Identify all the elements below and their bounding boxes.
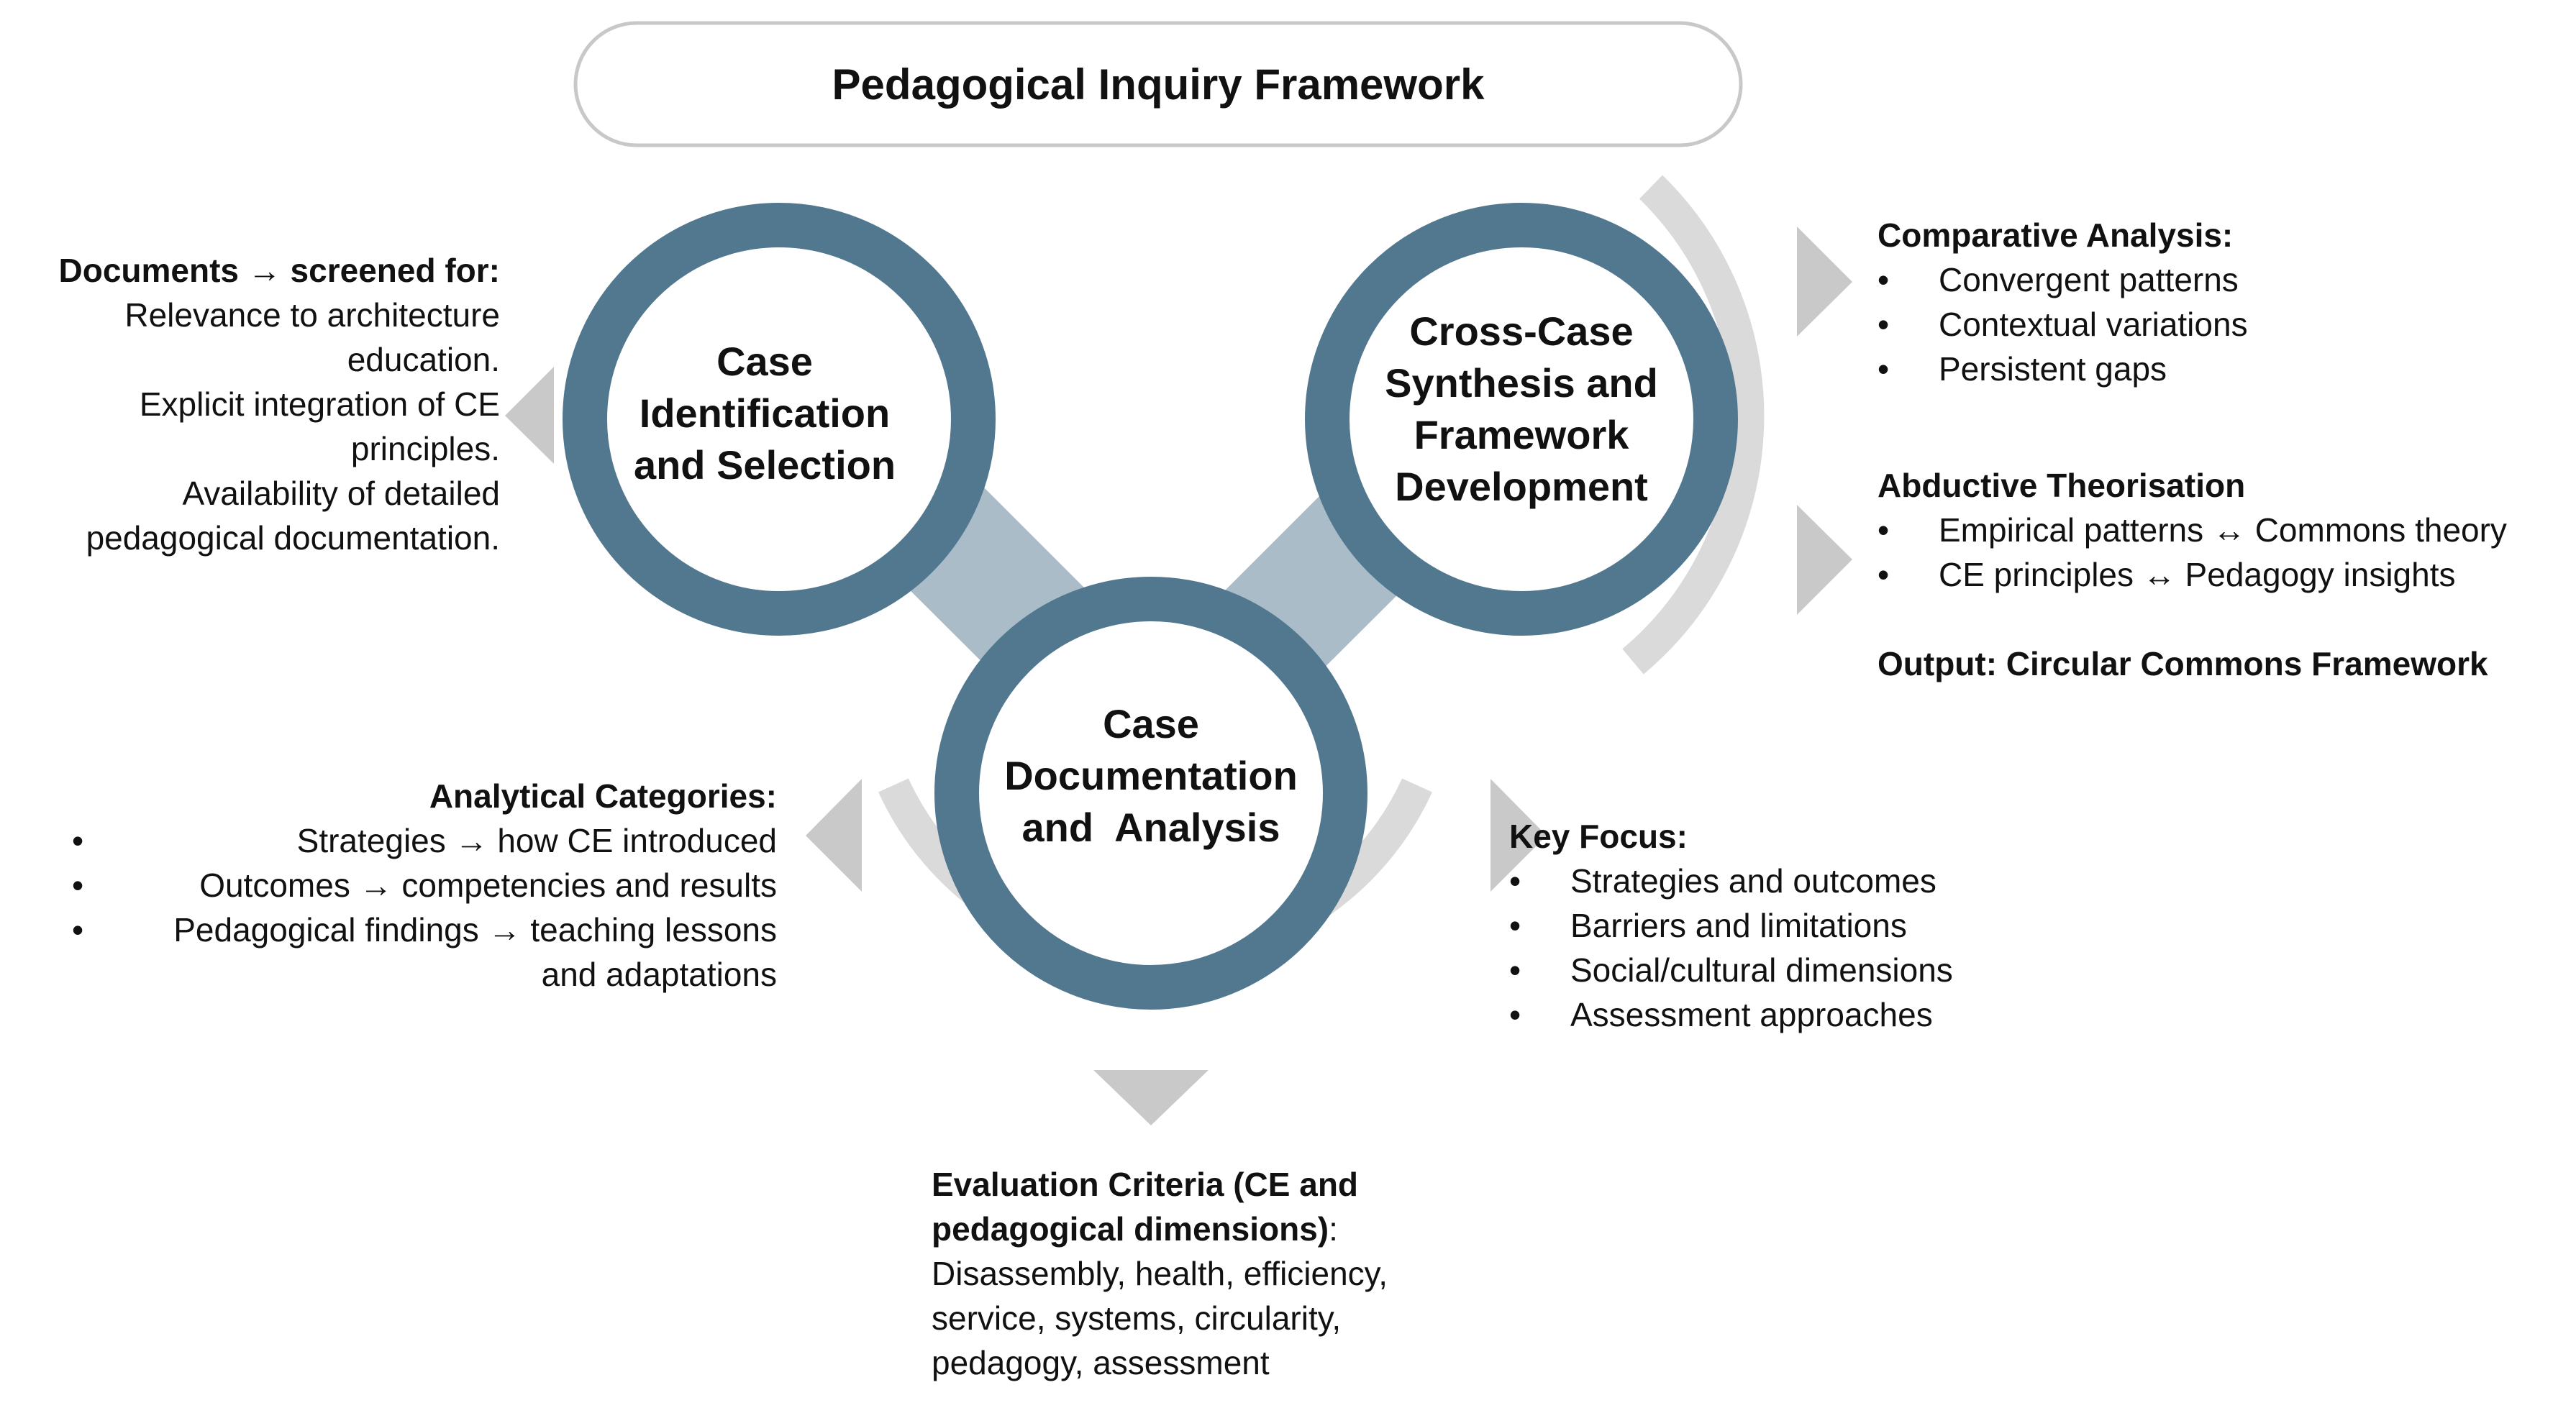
stage-label-line: Case — [716, 339, 813, 384]
list-item: Strategies and outcomes — [1509, 859, 2157, 903]
arrow-to-key-focus — [1490, 779, 1547, 892]
evaluation-criteria: Evaluation Criteria (CE and pedagogical … — [932, 1162, 1651, 1385]
list-item: Convergent patterns — [1878, 257, 2547, 302]
diagram-title: Pedagogical Inquiry Framework — [832, 60, 1485, 109]
comparative-analysis: Comparative Analysis: Convergent pattern… — [1878, 213, 2547, 391]
list-item: Availability of detailed pedagogical doc… — [29, 471, 500, 560]
stage-label-documentation: Case Documentation and Analysis — [1004, 701, 1298, 850]
evaluation-heading-line: pedagogical dimensions) — [932, 1210, 1329, 1248]
stage-label-line: Synthesis and — [1385, 360, 1658, 406]
stage-label-line: Cross-Case — [1409, 308, 1633, 354]
stage-label-line: Framework — [1414, 412, 1630, 457]
comparative-heading: Comparative Analysis: — [1878, 216, 2234, 254]
stage-label-line: and Analysis — [1022, 805, 1280, 850]
arrow-to-analytical-categories — [806, 779, 862, 892]
key-focus-list: Strategies and outcomes Barriers and lim… — [1509, 859, 2157, 1037]
analytical-heading: Analytical Categories: — [429, 777, 777, 815]
stage-ring-synthesis — [1305, 203, 1738, 636]
list-item: Empirical patterns ↔ Commons theory — [1878, 508, 2568, 552]
arrow-to-evaluation-criteria — [1093, 1070, 1209, 1125]
list-item: Barriers and limitations — [1509, 903, 2157, 948]
arrow-to-abductive-theorisation — [1797, 505, 1852, 615]
list-item-line: principles. — [350, 430, 500, 467]
list-item-line: and adaptations — [541, 956, 777, 993]
stage-label-line: Case — [1103, 701, 1199, 746]
list-item-line: pedagogical documentation. — [86, 519, 500, 557]
arrow-to-screening — [505, 367, 554, 464]
evaluation-heading-line: Evaluation Criteria (CE and — [932, 1166, 1359, 1203]
list-item: Pedagogical findings → teaching lessons … — [72, 908, 777, 997]
abductive-heading: Abductive Theorisation — [1878, 467, 2246, 504]
title-box — [573, 21, 1743, 147]
stage-ring-selection — [563, 203, 996, 636]
abductive-list: Empirical patterns ↔ Commons theory CE p… — [1878, 508, 2568, 597]
list-item: Outcomes → competencies and results — [72, 863, 777, 908]
stage-label-line: Identification — [640, 390, 890, 436]
list-item-line: Availability of detailed — [182, 475, 500, 512]
analytical-categories: Analytical Categories: Strategies → how … — [72, 774, 777, 997]
list-item: Contextual variations — [1878, 302, 2547, 347]
evaluation-body-line: Disassembly, health, efficiency, — [932, 1255, 1388, 1292]
evaluation-heading-suffix: : — [1329, 1210, 1338, 1248]
list-item: Strategies → how CE introduced — [72, 818, 777, 863]
key-focus-heading: Key Focus: — [1509, 818, 1688, 855]
list-item-line: Relevance to architecture — [124, 296, 500, 334]
stage-ring-documentation — [934, 577, 1367, 1010]
stage-label-synthesis: Cross-Case Synthesis and Framework Devel… — [1385, 308, 1658, 509]
list-item: Explicit integration of CE principles. — [29, 382, 500, 471]
list-item: Relevance to architecture education. — [29, 293, 500, 382]
list-item-line: Explicit integration of CE — [139, 385, 500, 423]
analytical-list: Strategies → how CE introduced Outcomes … — [72, 818, 777, 997]
screening-list: Relevance to architecture education. Exp… — [29, 293, 500, 560]
list-item: Persistent gaps — [1878, 347, 2547, 391]
stage-label-line: Development — [1395, 464, 1648, 509]
screening-criteria: Documents → screened for: Relevance to a… — [29, 248, 500, 560]
stage-label-selection: Case Identification and Selection — [634, 339, 896, 488]
stage-label-line: and Selection — [634, 442, 896, 488]
output-label: Output: Circular Commons Framework — [1878, 645, 2488, 682]
evaluation-body-line: pedagogy, assessment — [932, 1344, 1270, 1381]
list-item-line: education. — [347, 341, 500, 378]
abductive-theorisation: Abductive Theorisation Empirical pattern… — [1878, 463, 2568, 686]
stage-label-line: Documentation — [1004, 753, 1298, 798]
arrow-to-comparative-analysis — [1797, 227, 1852, 337]
list-item: CE principles ↔ Pedagogy insights — [1878, 552, 2568, 597]
comparative-list: Convergent patterns Contextual variation… — [1878, 257, 2547, 391]
list-item-line: Pedagogical findings → teaching lessons — [173, 911, 777, 948]
list-item-line: Strategies → how CE introduced — [296, 822, 777, 859]
synthesis-feedback-arc — [1622, 175, 1765, 675]
screening-heading: Documents → screened for: — [58, 252, 500, 289]
list-item: Social/cultural dimensions — [1509, 948, 2157, 992]
list-item-line: Outcomes → competencies and results — [199, 867, 777, 904]
list-item: Assessment approaches — [1509, 992, 2157, 1037]
key-focus: Key Focus: Strategies and outcomes Barri… — [1509, 814, 2157, 1037]
evaluation-body-line: service, systems, circularity, — [932, 1299, 1342, 1337]
